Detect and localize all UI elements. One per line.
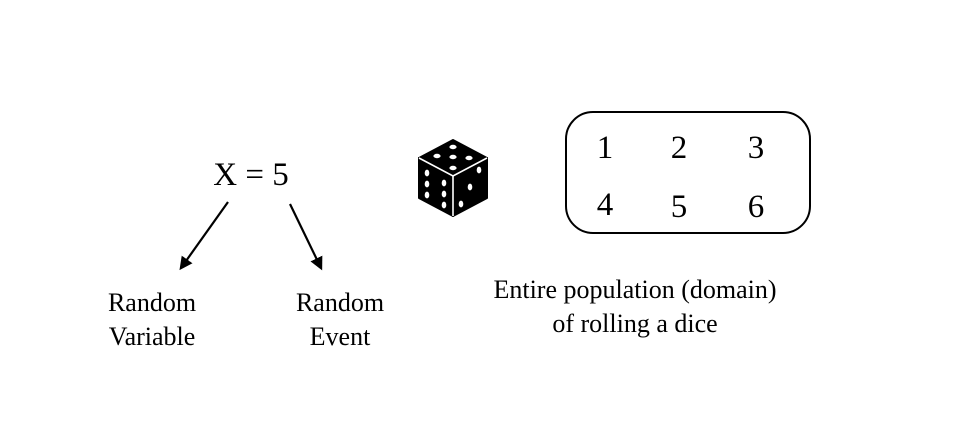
random-variable-expression: X = 5 bbox=[213, 157, 289, 193]
domain-box bbox=[565, 111, 811, 234]
random-variable-label-line2: Variable bbox=[108, 322, 196, 351]
arrow-to-random-variable bbox=[179, 201, 229, 271]
domain-value: 1 bbox=[596, 130, 614, 166]
population-label-line2: of rolling a dice bbox=[552, 309, 718, 338]
random-variable-label: Random Variable bbox=[82, 286, 222, 354]
arrow-to-random-event bbox=[289, 203, 323, 271]
random-variable-label-line1: Random bbox=[107, 288, 197, 317]
population-label-line1: Entire population (domain) bbox=[493, 275, 777, 304]
random-event-label-line1: Random bbox=[295, 288, 385, 317]
domain-value: 4 bbox=[596, 187, 614, 223]
dice-icon bbox=[418, 139, 488, 217]
domain-value: 6 bbox=[747, 189, 765, 225]
random-event-label: Random Event bbox=[275, 286, 405, 354]
domain-value: 3 bbox=[747, 130, 765, 166]
population-label: Entire population (domain) of rolling a … bbox=[440, 273, 830, 341]
domain-value: 5 bbox=[670, 189, 688, 225]
domain-value: 2 bbox=[670, 130, 688, 166]
random-event-label-line2: Event bbox=[309, 322, 371, 351]
